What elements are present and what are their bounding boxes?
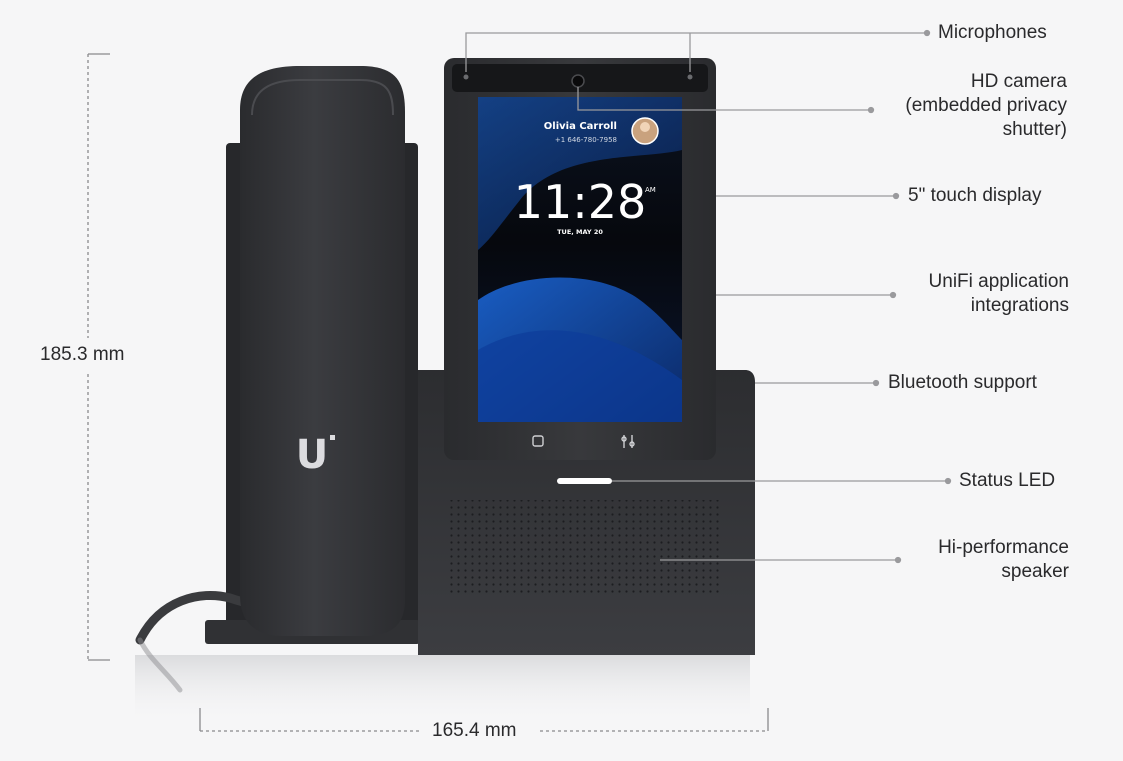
unifi-logo: U	[296, 432, 328, 478]
label-bluetooth: Bluetooth support	[888, 372, 1037, 393]
microphones-line	[465, 32, 927, 72]
label-unifi-integrations: UniFi application integrations	[928, 271, 1069, 316]
camera-line	[577, 87, 871, 111]
callout-lines	[465, 29, 952, 564]
width-dimension-label: 165.4 mm	[432, 720, 517, 741]
label-microphones: Microphones	[938, 22, 1047, 43]
logo-dot	[330, 435, 335, 440]
handset	[240, 66, 405, 636]
label-speaker: Hi-performance speaker	[938, 537, 1069, 582]
speaker-grille	[448, 500, 720, 595]
dimension-lines	[87, 53, 769, 732]
camera-icon	[571, 74, 585, 88]
floor-reflection	[135, 655, 750, 725]
microphone-left-icon	[463, 74, 469, 80]
apps-soft-key-icon	[532, 435, 544, 447]
screen-wave-top	[478, 97, 682, 250]
clock-time: 11:28	[514, 175, 647, 229]
settings-soft-key-icon	[621, 435, 635, 448]
microphone-right-icon	[687, 74, 693, 80]
contact-name: Olivia Carroll	[544, 121, 617, 132]
label-touch-display: 5" touch display	[908, 185, 1042, 206]
label-status-led: Status LED	[959, 470, 1056, 491]
height-dimension-label: 185.3 mm	[40, 344, 125, 365]
contact-phone: +1 646-780-7958	[555, 136, 617, 144]
display-unit: Olivia Carroll +1 646-780-7958 11:28 AM …	[444, 58, 716, 460]
clock-date: TUE, MAY 20	[557, 228, 603, 236]
status-led	[557, 478, 612, 484]
label-hd-camera: HD camera (embedded privacy shutter)	[905, 71, 1067, 140]
clock-ampm: AM	[645, 186, 656, 194]
